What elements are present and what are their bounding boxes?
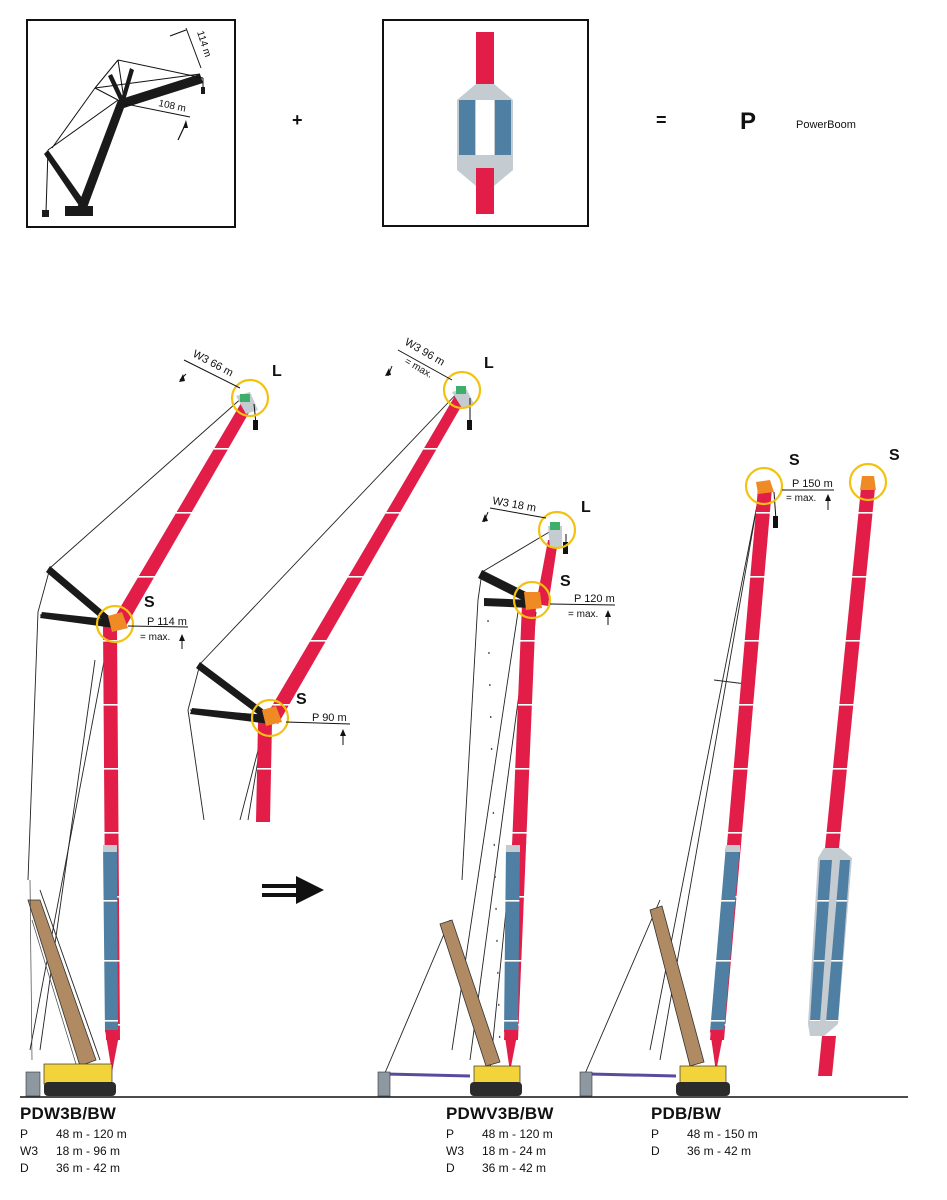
c2-mid-mark: S [296,691,307,708]
spec-row: W3 18 m - 96 m [20,1143,127,1160]
c3-tip-mark: L [581,499,591,516]
plus-sign: + [292,110,303,130]
c3-tip-dim: W3 18 m [491,495,536,514]
c3-mid-mark: S [560,573,571,590]
spec-value: 36 m - 42 m [482,1161,547,1175]
spec-table: P 48 m - 120 m W3 18 m - 24 m D 36 m - 4… [446,1126,553,1177]
spec-key: D [20,1161,29,1175]
crane-pdw3b: W3 66 m L S P 114 m = max. [25,348,282,1097]
spec-title: PDB/BW [651,1104,722,1123]
spec-value: 48 m - 150 m [687,1127,758,1141]
c2-tip-mark: L [484,355,494,372]
crane-pdw3b-extended: W3 96 m = max. L S P 90 m [187,336,494,822]
spec-key: D [446,1161,455,1175]
crane-pdb: S P 150 m = max. [579,452,834,1097]
spec-value: 18 m - 96 m [56,1144,121,1158]
c1-mid-note: = max. [140,632,170,643]
spec-title: PDWV3B/BW [446,1104,554,1123]
spec-value: 48 m - 120 m [56,1127,127,1141]
spec-key: D [651,1144,660,1158]
c1-tip-mark: L [272,363,282,380]
spec-key: W3 [446,1144,464,1158]
transition-arrow-icon [262,876,324,904]
spec-row: D 36 m - 42 m [446,1160,553,1177]
legend-box-crane: 114 m 108 m [26,19,236,228]
c4-tip-mark: S [789,452,800,469]
spec-key: P [446,1127,455,1141]
spec-row: P 48 m - 120 m [20,1126,127,1143]
spec-block-pdw3b: PDW3B/BW P 48 m - 120 m W3 18 m - 96 m D… [20,1104,127,1177]
spec-row: P 48 m - 150 m [651,1126,758,1143]
powerboom-name: PowerBoom [796,119,856,131]
spec-key: P [20,1127,29,1141]
spec-value: 48 m - 120 m [482,1127,553,1141]
c3-mid-note: = max. [568,609,598,620]
spec-value: 36 m - 42 m [56,1161,121,1175]
c1-mid-mark: S [144,594,155,611]
crane-pdwv3b: W3 18 m L S P 120 m = max. [377,495,616,1097]
powerboom-letter: P [740,108,756,135]
c4-tip-note: = max. [786,493,816,504]
spec-row: P 48 m - 120 m [446,1126,553,1143]
spec-table: P 48 m - 150 m D 36 m - 42 m [651,1126,758,1160]
spec-block-pdb: PDB/BW P 48 m - 150 m D 36 m - 42 m [651,1104,758,1160]
equals-sign: = [656,110,667,130]
c1-mid-dim: P 114 m [147,616,187,628]
c5-tip-mark: S [889,447,900,464]
spec-key: W3 [20,1144,38,1158]
spec-value: 36 m - 42 m [687,1144,752,1158]
spec-block-pdwv3b: PDWV3B/BW P 48 m - 120 m W3 18 m - 24 m … [446,1104,554,1177]
spec-value: 18 m - 24 m [482,1144,547,1158]
spec-title: PDW3B/BW [20,1104,117,1123]
c4-tip-dim: P 150 m [792,478,833,490]
c2-mid-dim: P 90 m [312,712,347,724]
standalone-powerboom: S [808,447,900,1076]
spec-row: W3 18 m - 24 m [446,1143,553,1160]
c3-mid-dim: P 120 m [574,593,615,605]
spec-table: P 48 m - 120 m W3 18 m - 96 m D 36 m - 4… [20,1126,127,1177]
legend-box-powerboom [382,19,589,227]
spec-row: D 36 m - 42 m [651,1143,758,1160]
spec-row: D 36 m - 42 m [20,1160,127,1177]
spec-key: P [651,1127,660,1141]
